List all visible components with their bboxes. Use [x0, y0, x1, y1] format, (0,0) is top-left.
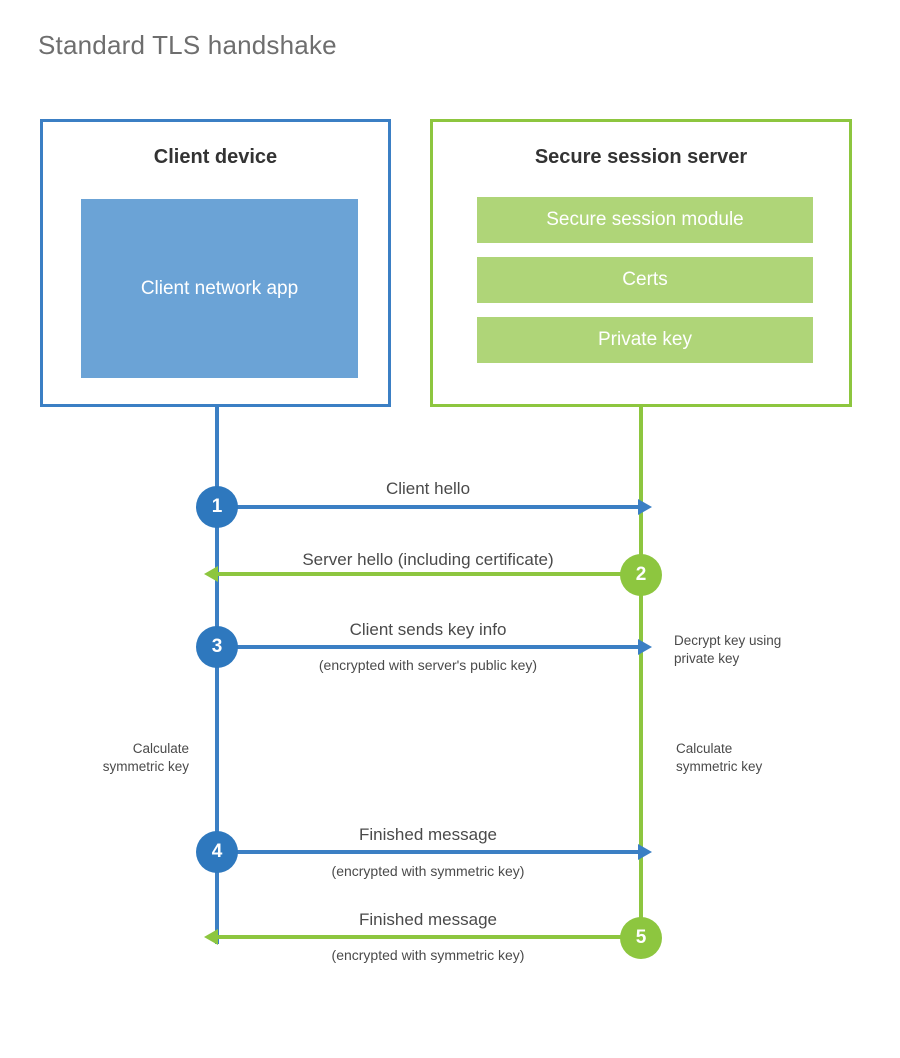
annotation-decrypt-key-line2: private key — [674, 650, 740, 666]
secure-session-server-title: Secure session server — [534, 146, 748, 168]
arrow-step-5 — [204, 929, 639, 945]
message-sublabel-step-4: (encrypted with symmetric key) — [331, 863, 525, 879]
message-label-step-4: Finished message — [359, 825, 497, 844]
arrowhead-right-icon — [638, 639, 652, 655]
annotation-decrypt-key-line1: Decrypt key using — [674, 633, 782, 648]
client-lifeline — [215, 406, 219, 944]
server-component-certs: Certs — [477, 257, 813, 303]
client-device-box: Client device Client network app — [40, 119, 391, 407]
arrow-step-2 — [204, 566, 639, 582]
server-component-list: Secure session module Certs Private key — [477, 197, 813, 363]
step-marker-4[interactable]: 4 — [196, 831, 238, 873]
arrowhead-left-icon — [204, 929, 218, 945]
annotation-server-calculate-line1: Calculate — [676, 741, 733, 756]
client-network-app-block: Client network app — [81, 199, 358, 378]
annotation-client-calculate-symmetric-key: Calculate symmetric key — [20, 740, 189, 775]
step-marker-1[interactable]: 1 — [196, 486, 238, 528]
client-device-title: Client device — [153, 146, 278, 168]
arrow-step-1 — [217, 499, 652, 515]
arrow-step-4 — [217, 844, 652, 860]
message-sublabel-step-3: (encrypted with server's public key) — [318, 657, 538, 673]
message-label-step-1: Client hello — [385, 479, 471, 498]
annotation-client-calculate-line1: Calculate — [132, 741, 189, 756]
arrowhead-left-icon — [204, 566, 218, 582]
arrowhead-right-icon — [638, 844, 652, 860]
message-sublabel-step-5: (encrypted with symmetric key) — [331, 947, 525, 963]
annotation-server-calculate-symmetric-key: Calculate symmetric key — [676, 740, 856, 775]
message-label-step-3: Client sends key info — [349, 620, 507, 639]
message-label-step-2: Server hello (including certificate) — [302, 550, 554, 569]
annotation-client-calculate-line2: symmetric key — [102, 758, 189, 774]
step-marker-5[interactable]: 5 — [620, 917, 662, 959]
server-component-secure-session-module: Secure session module — [477, 197, 813, 243]
server-component-private-key: Private key — [477, 317, 813, 363]
step-marker-3[interactable]: 3 — [196, 626, 238, 668]
arrowhead-right-icon — [638, 499, 652, 515]
annotation-decrypt-key: Decrypt key using private key — [674, 632, 844, 667]
arrow-step-3 — [217, 639, 652, 655]
server-lifeline — [639, 406, 643, 937]
page-title: Standard TLS handshake — [38, 30, 337, 60]
annotation-server-calculate-line2: symmetric key — [676, 758, 763, 774]
message-label-step-5: Finished message — [359, 910, 497, 929]
secure-session-server-box: Secure session server Secure session mod… — [430, 119, 852, 407]
step-marker-2[interactable]: 2 — [620, 554, 662, 596]
